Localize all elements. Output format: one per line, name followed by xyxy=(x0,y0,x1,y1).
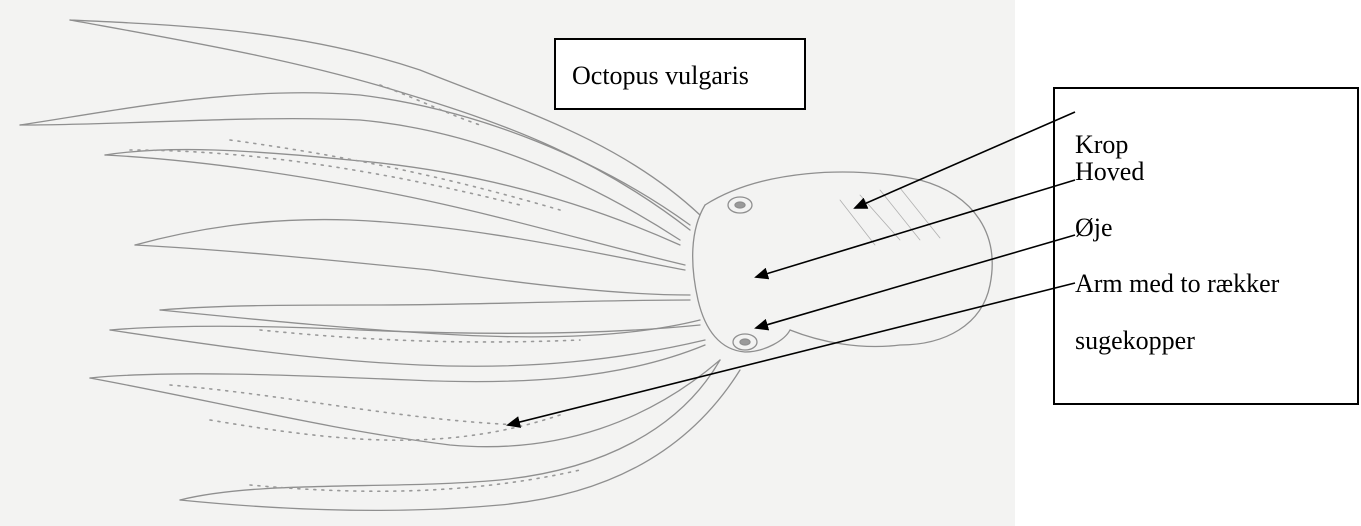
octopus-arm xyxy=(105,150,680,245)
octopus-arm xyxy=(110,325,700,333)
label-hoved: Hoved xyxy=(1075,157,1144,187)
octopus-arm xyxy=(20,93,690,225)
octopus-arm xyxy=(160,300,690,310)
label-oeje: Øje xyxy=(1075,213,1113,243)
octopus-mantle xyxy=(705,172,992,346)
label-arm-line2: sugekopper xyxy=(1075,326,1195,356)
label-arm-line1: Arm med to rækker xyxy=(1075,269,1279,299)
diagram-title: Octopus vulgaris xyxy=(554,38,806,110)
label-krop: Krop xyxy=(1075,130,1128,160)
octopus-head xyxy=(693,205,790,352)
